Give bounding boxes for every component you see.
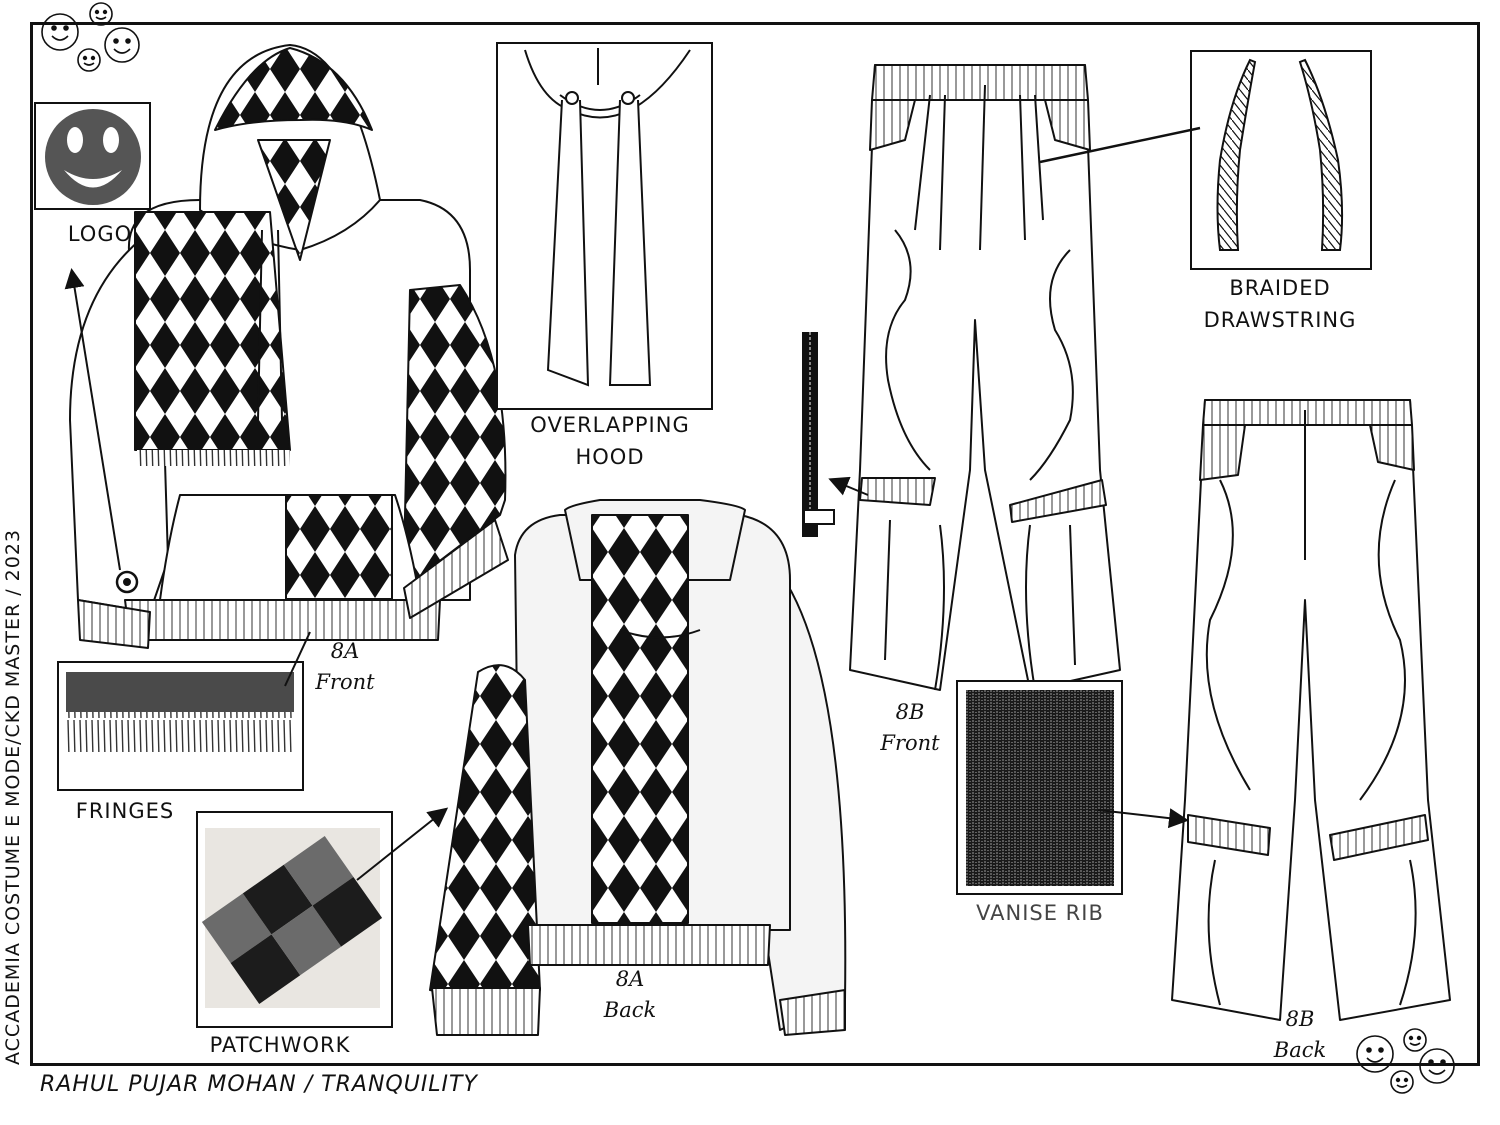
overlapping-hood-detail [496,42,713,410]
pants-front-code: 8B [895,700,925,724]
vanise-rib-swatch [956,680,1123,895]
pants-back-sketch [1171,399,1451,1021]
patchwork-swatch [196,811,393,1028]
hoodie-back-view: Back [603,998,657,1022]
footer-credit: RAHUL PUJAR MOHAN / TRANQUILITY [40,1072,478,1097]
overlapping-hood-label-line2: HOOD [575,445,645,469]
hoodie-back-sketch [429,499,847,1036]
braided-drawstring-label-line2: DRAWSTRING [1203,308,1357,332]
zipper-detail [802,332,835,537]
pants-back-code: 8B [1285,1007,1315,1031]
hoodie-front-view: Front [315,670,375,694]
hoodie-back-code: 8A [615,967,645,991]
hoodie-front-code: 8A [330,639,360,663]
patchwork-label: PATCHWORK [209,1033,351,1057]
logo-swatch [34,102,151,210]
pants-front-sketch [849,64,1121,691]
logo-label: LOGO [67,222,133,246]
side-vertical-text: ACCADEMIA COSTUME E MODE/CKD MASTER / 20… [2,528,24,1065]
sheet-border [30,22,1480,1066]
pants-back-view: Back [1273,1038,1327,1062]
braided-drawstring-label-line1: BRAIDED [1229,276,1331,300]
fringes-label: FRINGES [75,799,175,823]
hoodie-front-sketch [69,44,509,649]
pants-front-view: Front [880,731,940,755]
braided-drawstring-detail [1190,50,1372,270]
vanise-rib-label: VANISE RIB [976,901,1104,925]
fringes-swatch [57,661,304,791]
overlapping-hood-label-line1: OVERLAPPING [530,413,690,437]
